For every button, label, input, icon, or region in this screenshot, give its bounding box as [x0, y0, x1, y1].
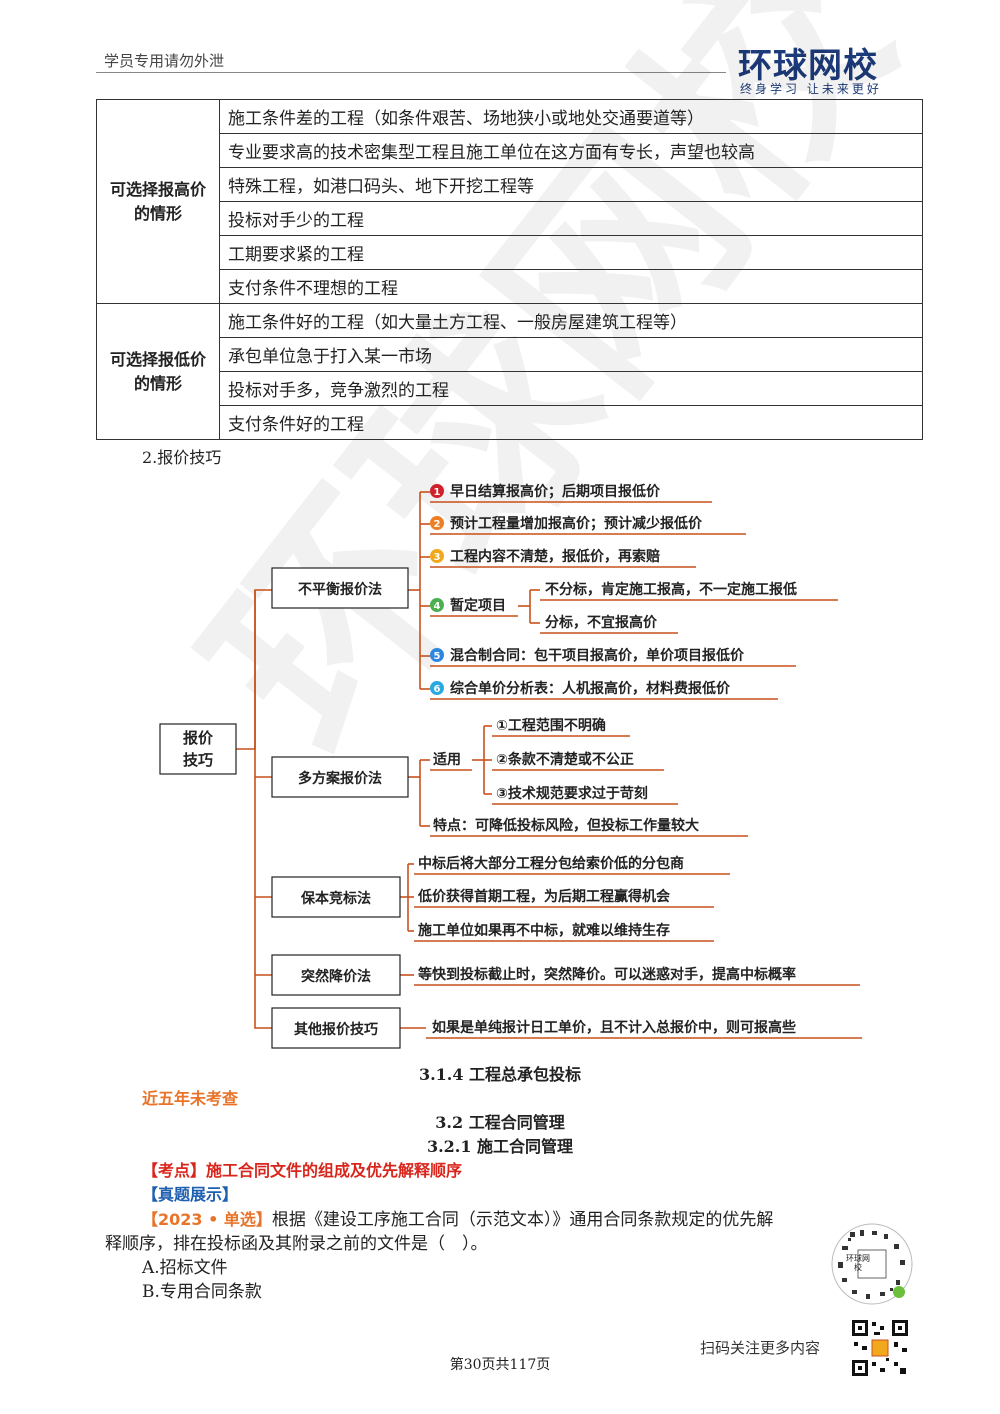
- breakeven-item-1: 中标后将大部分工程分包给索价低的分包商: [418, 855, 684, 872]
- table-row: 支付条件好的工程: [97, 405, 923, 440]
- table-cell: 特殊工程，如港口码头、地下开挖工程等: [219, 167, 923, 202]
- branch-other: 其他报价技巧: [294, 1021, 378, 1038]
- number-badges: 1 2 3 4 5 6: [430, 484, 444, 695]
- table-row: 支付条件不理想的工程: [97, 269, 923, 304]
- branch-breakeven: 保本竞标法: [300, 890, 371, 907]
- brand-logo: 环球网校: [738, 46, 878, 86]
- badge-num: 3: [434, 552, 441, 563]
- zhenti-tag: 【真题展示】: [142, 1185, 239, 1204]
- table-cell: 投标对手少的工程: [219, 201, 923, 236]
- table-row: 可选择报高价的情形 施工条件差的工程（如条件艰苦、场地狭小或地处交通要道等）: [96, 99, 923, 304]
- multiplan-apply: 适用: [433, 751, 461, 768]
- table-cell: 专业要求高的技术密集型工程且施工单位在这方面有专长，声望也较高: [219, 133, 923, 168]
- category-high: 可选择报高价的情形: [96, 99, 220, 304]
- badge-num: 2: [434, 519, 441, 530]
- table-row: 投标对手少的工程: [97, 201, 923, 236]
- section-label: 2.报价技巧: [142, 448, 222, 467]
- badge-num: 6: [434, 684, 441, 695]
- question-tag: 【2023 • 单选】: [142, 1210, 272, 1229]
- page-footer: 第30页共117页: [449, 1357, 551, 1373]
- question-text-1: 根据《建设工序施工合同（示范文本）》通用合同条款规定的优先解: [271, 1210, 774, 1230]
- branch-box-sudden: [271, 954, 401, 996]
- other-item: 如果是单纯报计日工单价，且不计入总报价中，则可报高些: [432, 1019, 796, 1036]
- option-b: B.专用合同条款: [142, 1282, 262, 1302]
- sudden-item: 等快到投标截止时，突然降价。可以迷惑对手，提高中标概率: [418, 966, 796, 983]
- kaodian-text: 施工合同文件的组成及优先解释顺序: [206, 1161, 463, 1180]
- table-cell: 支付条件不理想的工程: [219, 269, 923, 304]
- multiplan-feature: 特点：可降低投标风险，但投标工作量较大: [433, 817, 699, 834]
- table-cell: 施工条件好的工程（如大量土方工程、一般房屋建筑工程等）: [219, 303, 923, 338]
- unbalanced-item-2: 预计工程量增加报高价；预计减少报低价: [450, 515, 703, 532]
- badge-1: [430, 484, 444, 498]
- table-row: 可选择报低价的情形 施工条件好的工程（如大量土方工程、一般房屋建筑工程等）: [96, 303, 923, 440]
- header-note: 学员专用请勿外泄: [104, 52, 225, 70]
- badge-6: [430, 681, 444, 695]
- kaodian-tag: 【考点】: [142, 1161, 207, 1180]
- unbalanced-item-6: 综合单价分析表：人机报高价，材料费报低价: [450, 680, 731, 697]
- option-a: A.招标文件: [142, 1258, 228, 1278]
- heading-3-2-1: 3.2.1 施工合同管理: [426, 1137, 574, 1156]
- unbalanced-item-1: 早日结算报高价；后期项目报低价: [450, 483, 661, 500]
- header-divider: [96, 72, 726, 73]
- center-label-1: 报价: [183, 729, 214, 747]
- multiplan-apply-3: ③技术规范要求过于苛刻: [496, 785, 648, 802]
- wechat-qr: [850, 1318, 910, 1378]
- badge-4: [430, 598, 444, 612]
- table-cell: 支付条件好的工程: [219, 405, 923, 440]
- brand-slogan: 终身学习 让未来更好: [740, 82, 882, 96]
- unbalanced-item-3: 工程内容不清楚，报低价，再索赔: [450, 548, 660, 565]
- table-cell: 投标对手多，竞争激烈的工程: [219, 371, 923, 406]
- branch-box-other: [271, 1007, 401, 1049]
- multiplan-apply-2: ②条款不清楚或不公正: [496, 751, 634, 768]
- badge-num: 4: [434, 601, 441, 612]
- question-text-2: 释顺序，排在投标函及其附录之前的文件是（ ）。: [105, 1234, 488, 1254]
- branch-unbalanced: 不平衡报价法: [298, 581, 382, 598]
- unbalanced-item-5: 混合制合同：包干项目报高价，单价项目报低价: [450, 647, 745, 664]
- question-line-1: 【2023 • 单选】根据《建设工序施工合同（示范文本）》通用合同条款规定的优先…: [142, 1205, 773, 1230]
- table-row: 专业要求高的技术密集型工程且施工单位在这方面有专长，声望也较高: [97, 133, 923, 168]
- branch-multiplan: 多方案报价法: [298, 770, 382, 787]
- table-row: 工期要求紧的工程: [97, 235, 923, 270]
- table-cell: 施工条件差的工程（如条件艰苦、场地狭小或地处交通要道等）: [219, 99, 923, 134]
- qr-center-logo: 环球网校: [846, 1254, 870, 1272]
- badge-num: 5: [434, 651, 441, 662]
- unbalanced-item-4: 暂定项目: [450, 597, 506, 614]
- qr-caption: 扫码关注更多内容: [700, 1339, 821, 1357]
- table-row: 特殊工程，如港口码头、地下开挖工程等: [97, 167, 923, 202]
- badge-3: [430, 549, 444, 563]
- badge-num: 1: [434, 487, 441, 498]
- provisional-sub-1: 不分标，肯定施工报高，不一定施工报低: [545, 581, 797, 598]
- badge-2: [430, 516, 444, 530]
- recent-note: 近五年未考查: [142, 1089, 239, 1108]
- heading-3-1-4: 3.1.4 工程总承包投标: [418, 1065, 582, 1084]
- pricing-skills-mindmap: 报价 技巧 不平衡报价法 多方案报价法 保本竞标法 突然降价法 其他报价技巧 1…: [159, 483, 862, 1049]
- mini-program-qr: [831, 1223, 913, 1305]
- breakeven-item-3: 施工单位如果再不中标，就难以维持生存: [418, 922, 670, 939]
- branch-box-multiplan: [271, 756, 409, 798]
- table-row: 承包单位急于打入某一市场: [97, 337, 923, 372]
- category-low: 可选择报低价的情形: [96, 303, 220, 440]
- heading-3-2: 3.2 工程合同管理: [435, 1113, 565, 1132]
- kaodian-line: 【考点】施工合同文件的组成及优先解释顺序: [142, 1157, 462, 1181]
- multiplan-apply-1: ①工程范围不明确: [496, 717, 606, 734]
- branch-sudden: 突然降价法: [301, 968, 371, 985]
- connector-lines: [236, 491, 540, 1029]
- center-node: [159, 723, 237, 775]
- branch-box-unbalanced: [271, 567, 409, 609]
- breakeven-item-2: 低价获得首期工程，为后期工程赢得机会: [417, 888, 671, 905]
- center-label-2: 技巧: [183, 751, 213, 769]
- table-cell: 承包单位急于打入某一市场: [219, 337, 923, 372]
- text-underlines: [414, 501, 862, 1039]
- pricing-situation-table: 可选择报高价的情形 施工条件差的工程（如条件艰苦、场地狭小或地处交通要道等） 专…: [96, 99, 923, 440]
- badge-5: [430, 648, 444, 662]
- table-row: 投标对手多，竞争激烈的工程: [97, 371, 923, 406]
- table-cell: 工期要求紧的工程: [219, 235, 923, 270]
- provisional-sub-2: 分标，不宜报高价: [545, 614, 658, 631]
- branch-box-breakeven: [271, 876, 401, 918]
